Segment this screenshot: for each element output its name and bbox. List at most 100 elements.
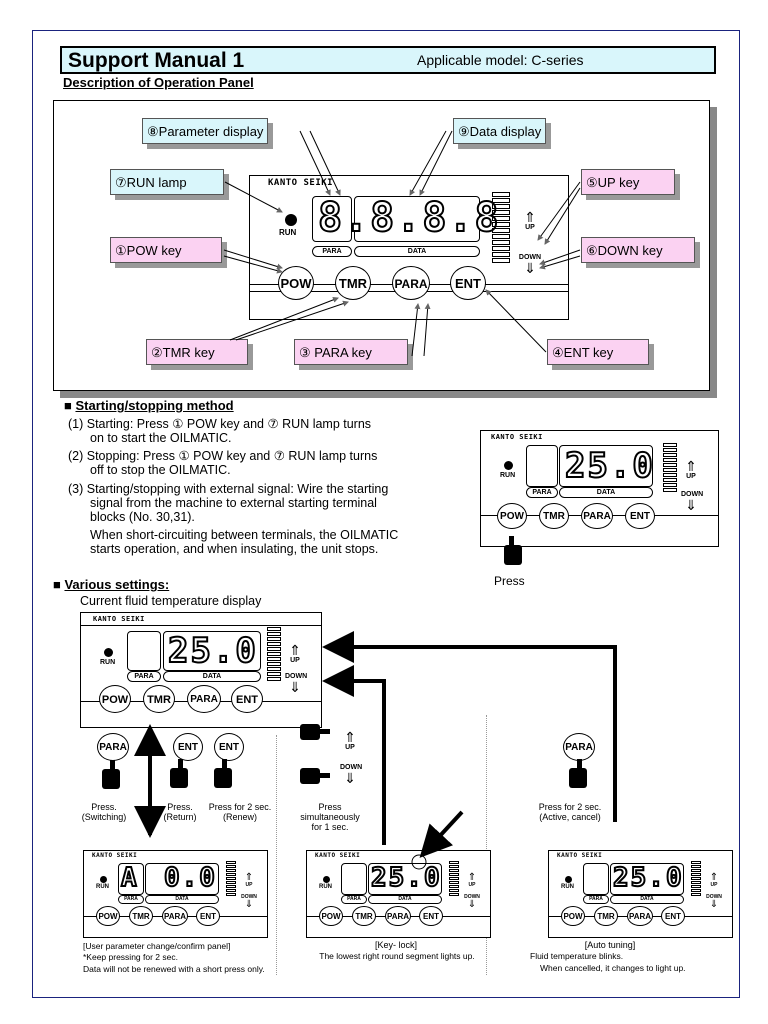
para-label: PARA	[583, 895, 609, 904]
up-key[interactable]: ⇑UP	[705, 873, 723, 888]
brand-underline	[81, 625, 321, 626]
caption-auto-tuning-line1: Fluid temperature blinks.	[530, 951, 624, 961]
up-key[interactable]: ⇑UP	[285, 643, 305, 664]
caption-user-parameter-title: [User parameter change/confirm panel]	[83, 941, 231, 951]
run-label: RUN	[561, 884, 574, 890]
pow-key[interactable]: POW	[278, 266, 314, 300]
callout-ent-key: ④ENT key	[547, 339, 649, 365]
down-arrow-icon: ⇓	[524, 260, 536, 276]
para-key[interactable]: PARA	[392, 266, 430, 300]
start-stop-line: on to start the OILMATIC.	[90, 431, 232, 445]
down-key-label: DOWN	[464, 894, 480, 900]
pow-key[interactable]: POW	[96, 906, 120, 926]
para-press-key[interactable]: PARA	[97, 733, 129, 761]
up-key-label: UP	[468, 882, 476, 888]
down-key-label: DOWN	[285, 673, 308, 680]
down-key[interactable]: DOWN⇓	[705, 895, 723, 910]
tmr-key[interactable]: TMR	[594, 906, 618, 926]
down-arrow-icon: ⇓	[289, 679, 301, 695]
main-settings-unit: KANTO SEIKI RUN 25.0 PARA DATA ⇑UP DOWN⇓…	[80, 612, 322, 728]
up-arrow-icon: ⇑	[709, 872, 719, 883]
down-arrow-icon: ⇓	[685, 497, 697, 513]
brand-label: KANTO SEIKI	[268, 178, 334, 188]
caption-active-cancel: Press for 2 sec. (Active, cancel)	[538, 802, 602, 822]
parameter-display	[341, 863, 367, 895]
down-key[interactable]: DOWN⇓	[463, 895, 481, 910]
up-key[interactable]: ⇑UP	[681, 459, 701, 480]
key-lock-panel: KANTO SEIKI RUN 25.0 PARA DATA ⇑UP DOWN⇓…	[306, 850, 491, 938]
up-key-label: UP	[245, 882, 253, 888]
callout-down-key: ⑥DOWN key	[581, 237, 695, 263]
ent-return-key[interactable]: ENT	[173, 733, 203, 761]
run-lamp	[504, 461, 513, 470]
brand-label: KANTO SEIKI	[92, 852, 138, 859]
callout-run-lamp: ⑦RUN lamp	[110, 169, 224, 195]
para-key[interactable]: PARA	[581, 503, 613, 529]
ent-key[interactable]: ENT	[661, 906, 685, 926]
caption-key-lock-title: [Key- lock]	[374, 940, 417, 950]
data-label: DATA	[610, 895, 684, 904]
ent-key[interactable]: ENT	[625, 503, 655, 529]
tmr-key[interactable]: TMR	[143, 685, 175, 713]
para-label: PARA	[312, 246, 352, 257]
up-key[interactable]: ⇑UP	[463, 873, 481, 888]
data-display	[163, 631, 261, 671]
callout-pow-key: ①POW key	[110, 237, 222, 263]
data-label: DATA	[145, 895, 219, 904]
brand-label: KANTO SEIKI	[491, 433, 543, 441]
down-key[interactable]: DOWN⇓	[681, 491, 703, 513]
down-key-standalone[interactable]: DOWN⇓	[340, 764, 362, 785]
up-key[interactable]: ⇑UP	[518, 210, 542, 231]
section-heading-operation-panel: Description of Operation Panel	[63, 75, 254, 90]
user-parameter-panel: KANTO SEIKI RUN A 0.0 PARA DATA ⇑UP DOWN…	[83, 850, 268, 938]
level-bargraph	[226, 861, 236, 897]
para-key[interactable]: PARA	[385, 906, 411, 926]
para-active-key[interactable]: PARA	[563, 733, 595, 761]
down-key[interactable]: DOWN⇓	[518, 254, 542, 275]
start-stop-line: (1) Starting: Press ① POW key and ⑦ RUN …	[68, 417, 372, 431]
settings-heading-text: Various settings:	[64, 577, 170, 592]
down-arrow-icon: ⇓	[467, 899, 477, 910]
brand-label: KANTO SEIKI	[315, 852, 361, 859]
para-key[interactable]: PARA	[162, 906, 188, 926]
display-value: 0.0	[163, 863, 217, 893]
caption-auto-tuning-line2: When cancelled, it changes to light up.	[540, 963, 686, 973]
caption-key-lock-line1: The lowest right round segment lights up…	[319, 951, 475, 961]
para-label: PARA	[341, 895, 367, 904]
para-key[interactable]: PARA	[187, 685, 221, 713]
caption-switching: Press. (Switching)	[81, 802, 127, 822]
level-bargraph	[267, 627, 281, 682]
start-stop-line: signal from the machine to external star…	[90, 496, 377, 510]
ent-renew-key[interactable]: ENT	[214, 733, 244, 761]
down-arrow-icon: ⇓	[244, 899, 254, 910]
pow-key[interactable]: POW	[497, 503, 527, 529]
ent-key[interactable]: ENT	[450, 266, 486, 300]
tmr-key[interactable]: TMR	[335, 266, 371, 300]
tmr-key[interactable]: TMR	[352, 906, 376, 926]
down-key[interactable]: DOWN⇓	[285, 673, 308, 695]
page-border	[32, 30, 740, 998]
run-lamp	[100, 876, 107, 883]
ent-key[interactable]: ENT	[231, 685, 263, 713]
pow-key[interactable]: POW	[99, 685, 131, 713]
run-label: RUN	[319, 884, 332, 890]
down-key[interactable]: DOWN⇓	[240, 895, 258, 910]
start-stop-line: off to stop the OILMATIC.	[90, 463, 231, 477]
up-key[interactable]: ⇑UP	[240, 873, 258, 888]
data-label: DATA	[163, 671, 261, 682]
display-digits: 8.8.8.8	[317, 195, 501, 241]
caption-user-parameter-line2: Data will not be renewed with a short pr…	[83, 964, 265, 974]
up-key-standalone[interactable]: ⇑UP	[340, 730, 360, 751]
press-label: Press	[494, 574, 525, 588]
tmr-key[interactable]: TMR	[129, 906, 153, 926]
applicable-model: Applicable model: C-series	[417, 52, 584, 68]
pow-key[interactable]: POW	[561, 906, 585, 926]
ent-key[interactable]: ENT	[419, 906, 443, 926]
up-arrow-icon: ⇑	[289, 642, 301, 658]
pow-key[interactable]: POW	[319, 906, 343, 926]
para-key[interactable]: PARA	[627, 906, 653, 926]
start-stop-heading-text: Starting/stopping method	[75, 398, 234, 413]
ent-key[interactable]: ENT	[196, 906, 220, 926]
data-display	[354, 196, 480, 242]
tmr-key[interactable]: TMR	[539, 503, 569, 529]
